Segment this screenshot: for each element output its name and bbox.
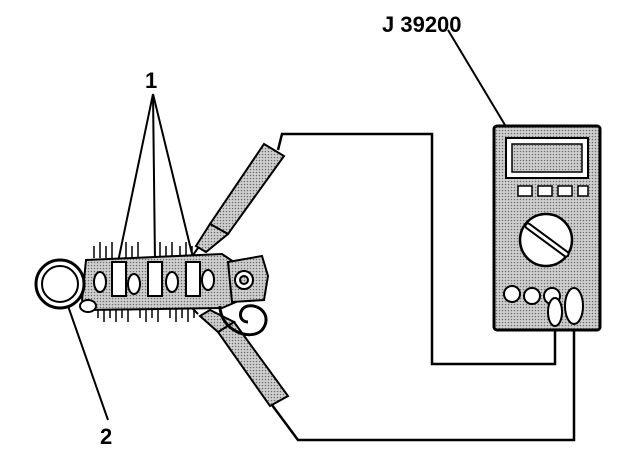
lower-probe — [187, 303, 290, 408]
upper-probe — [187, 142, 286, 263]
selector-dial — [518, 212, 574, 268]
callout-2-label: 2 — [100, 424, 112, 449]
diodes — [93, 261, 215, 297]
meter-jacks — [503, 285, 584, 327]
meter-buttons — [517, 185, 589, 197]
callout-1-label: 1 — [145, 68, 157, 93]
multimeter — [492, 124, 602, 332]
leader-lines — [67, 29, 506, 421]
rectifier-bridge — [34, 242, 270, 337]
tool-label: J 39200 — [382, 12, 462, 37]
test-lead-wires — [270, 132, 576, 442]
